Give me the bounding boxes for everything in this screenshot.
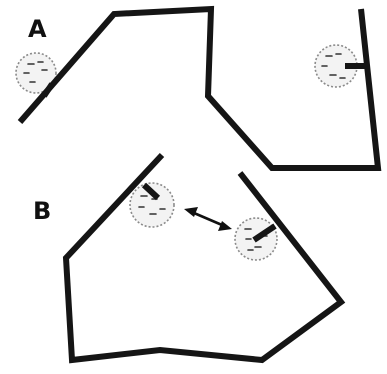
- panel-a-polymer-chain: [20, 9, 378, 168]
- panel-b: B: [33, 155, 341, 360]
- panel-a-label: A: [28, 15, 47, 43]
- panel-b-label: B: [33, 197, 51, 225]
- panel-a: A: [16, 9, 378, 168]
- panel-b-polymer-chain: [66, 155, 341, 360]
- double-headed-arrow-icon: [184, 207, 232, 231]
